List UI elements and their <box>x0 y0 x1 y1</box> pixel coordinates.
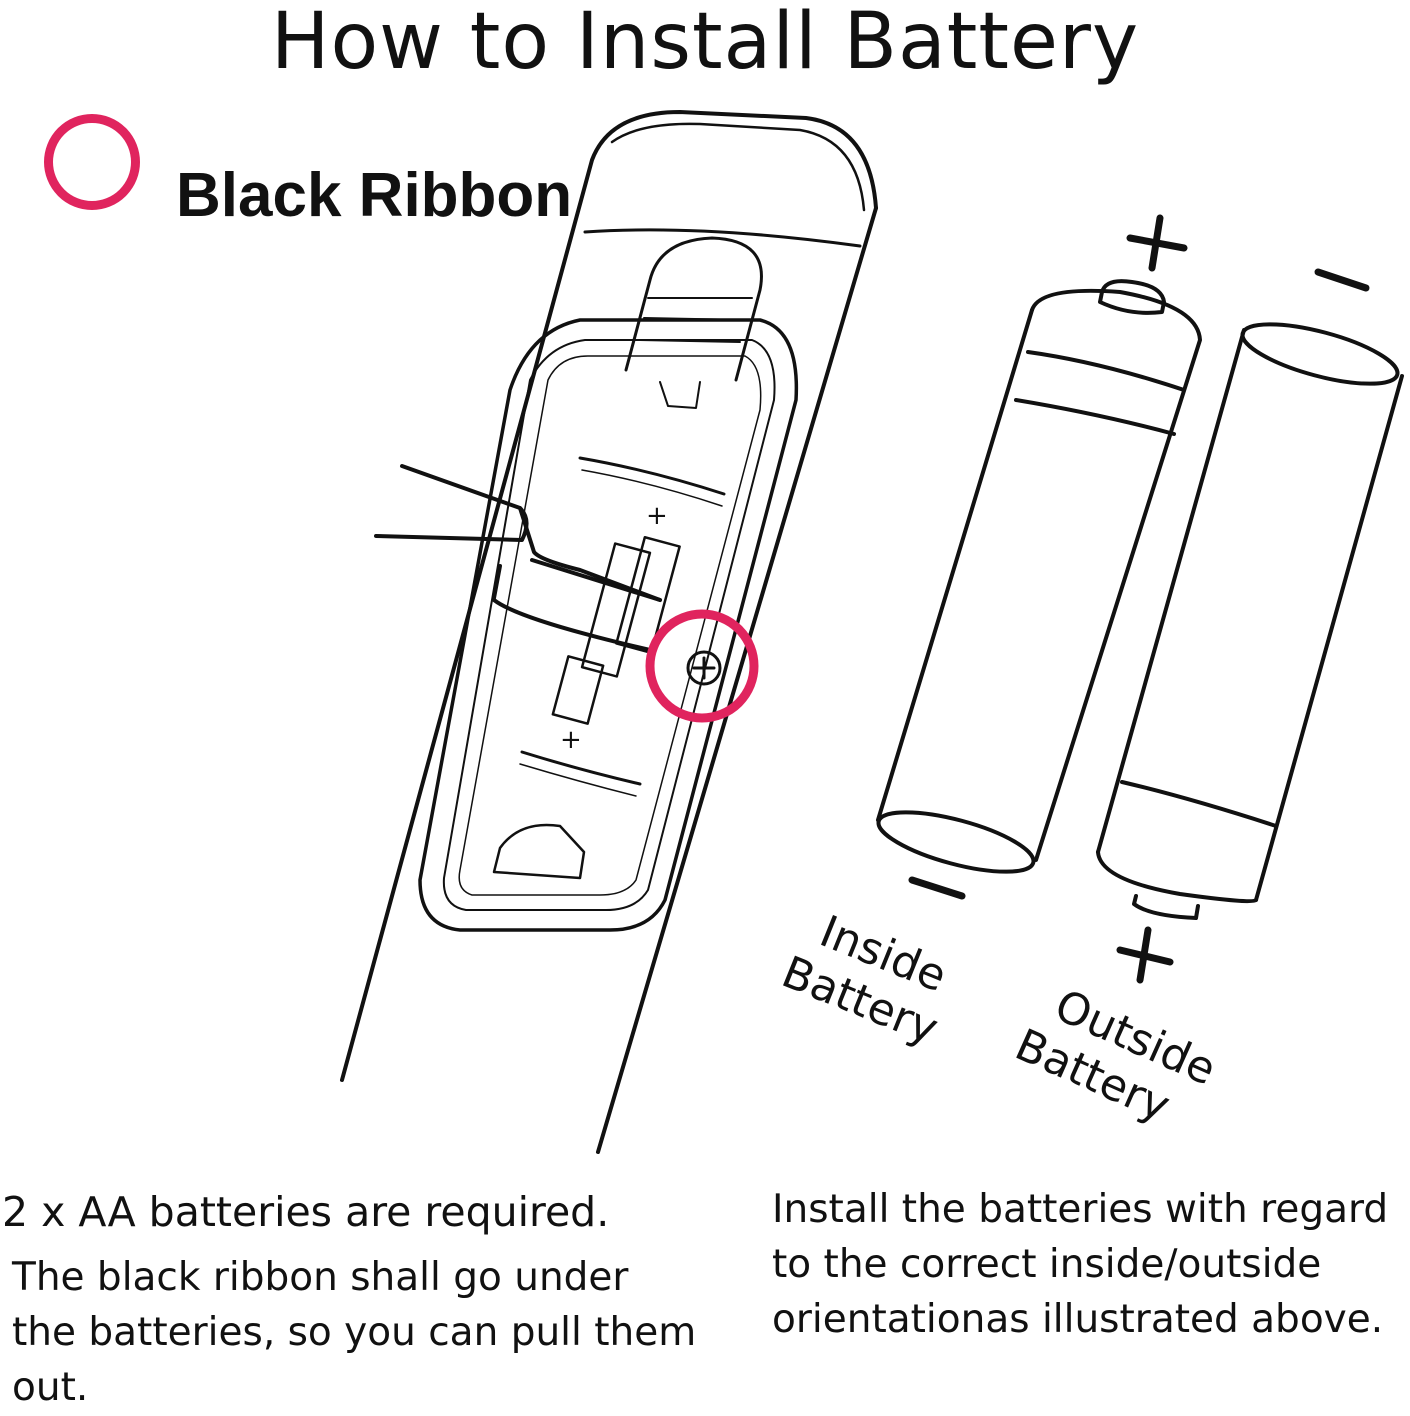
svg-text:+: + <box>560 725 582 755</box>
caption-left-line: the batteries, so you can pull them <box>12 1310 697 1355</box>
caption-left-line: 2 x AA batteries are required. <box>2 1188 610 1236</box>
polarity-marks <box>908 214 1370 984</box>
ribbon-highlight-circle <box>645 609 759 723</box>
legend-label: Black Ribbon <box>176 161 573 230</box>
caption-right-line: to the correct inside/outside <box>772 1242 1322 1287</box>
battery-icon <box>876 279 1202 874</box>
caption-right-line: orientationas illustrated above. <box>772 1297 1384 1342</box>
caption-right-line: Install the batteries with regard <box>772 1187 1389 1232</box>
ribbon-icon <box>374 464 662 652</box>
legend-circle-marker <box>44 114 140 210</box>
battery-icon <box>1096 322 1404 920</box>
remote-control-icon: + + <box>340 110 878 1154</box>
caption-left-line: out. <box>12 1365 89 1410</box>
page-title: How to Install Battery <box>270 0 1140 87</box>
svg-text:+: + <box>646 501 668 531</box>
caption-left-line: The black ribbon shall go under <box>12 1255 629 1300</box>
